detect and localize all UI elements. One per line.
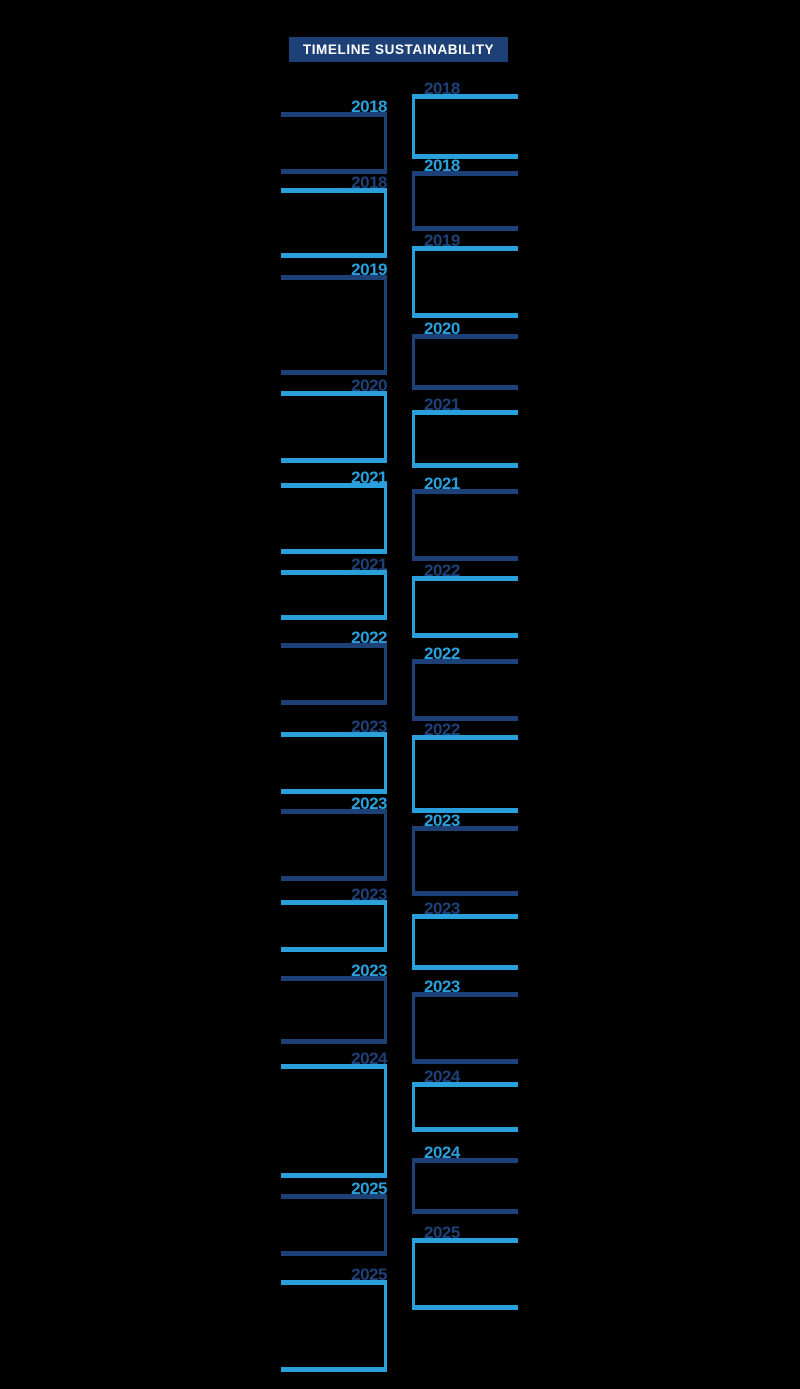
timeline-entry[interactable]: 2021 — [412, 475, 530, 561]
timeline-entry[interactable]: 2023 — [412, 812, 530, 896]
timeline-year-label: 2023 — [424, 811, 460, 830]
timeline-entry[interactable]: 2021 — [412, 396, 530, 468]
timeline-content-box[interactable] — [412, 1238, 518, 1310]
timeline-year-label: 2021 — [424, 395, 460, 414]
timeline-year-label: 2021 — [351, 555, 387, 574]
timeline-year-label: 2020 — [351, 376, 387, 395]
timeline-entry[interactable]: 2024 — [412, 1144, 530, 1214]
timeline-content-box[interactable] — [281, 900, 387, 952]
timeline-content-box[interactable] — [412, 1082, 518, 1132]
timeline-year-label: 2025 — [424, 1223, 460, 1242]
header-banner: TIMELINE SUSTAINABILITY — [289, 37, 508, 62]
timeline-content-box[interactable] — [281, 483, 387, 554]
timeline-content-box[interactable] — [412, 410, 518, 468]
timeline-entry[interactable]: 2023 — [281, 795, 399, 881]
timeline-content-box[interactable] — [412, 735, 518, 813]
timeline-content-box[interactable] — [281, 570, 387, 620]
timeline-content-box[interactable] — [412, 489, 518, 561]
timeline-content-box[interactable] — [281, 809, 387, 881]
timeline-entry[interactable]: 2023 — [281, 962, 399, 1044]
timeline-entry[interactable]: 2021 — [281, 469, 399, 554]
timeline-entry[interactable]: 2018 — [281, 98, 399, 174]
timeline-year-label: 2025 — [351, 1179, 387, 1198]
timeline-year-label: 2022 — [351, 628, 387, 647]
timeline-year-label: 2021 — [424, 474, 460, 493]
timeline-year-label: 2022 — [424, 720, 460, 739]
timeline-year-label: 2022 — [424, 644, 460, 663]
timeline-content-box[interactable] — [412, 576, 518, 638]
timeline-content-box[interactable] — [281, 112, 387, 174]
timeline-content-box[interactable] — [281, 732, 387, 794]
timeline-year-label: 2019 — [351, 260, 387, 279]
timeline-entry[interactable]: 2022 — [412, 562, 530, 638]
timeline-year-label: 2023 — [424, 977, 460, 996]
timeline-year-label: 2018 — [424, 156, 460, 175]
timeline-content-box[interactable] — [412, 334, 518, 390]
timeline-content-box[interactable] — [281, 391, 387, 463]
timeline-content-box[interactable] — [281, 643, 387, 705]
timeline-year-label: 2020 — [424, 319, 460, 338]
timeline-content-box[interactable] — [412, 992, 518, 1064]
timeline-year-label: 2018 — [424, 79, 460, 98]
timeline-content-box[interactable] — [281, 1194, 387, 1256]
timeline-year-label: 2021 — [351, 468, 387, 487]
timeline-entry[interactable]: 2018 — [412, 80, 530, 159]
timeline-year-label: 2024 — [424, 1067, 460, 1086]
timeline-content-box[interactable] — [281, 1280, 387, 1372]
timeline-entry[interactable]: 2019 — [281, 261, 399, 375]
timeline-year-label: 2023 — [351, 794, 387, 813]
timeline-entry[interactable]: 2023 — [281, 886, 399, 952]
timeline-year-label: 2023 — [424, 899, 460, 918]
timeline-entry[interactable]: 2024 — [281, 1050, 399, 1178]
timeline-year-label: 2023 — [351, 885, 387, 904]
timeline-content-box[interactable] — [281, 1064, 387, 1178]
timeline-year-label: 2024 — [424, 1143, 460, 1162]
timeline-entry[interactable]: 2022 — [412, 645, 530, 721]
timeline-content-box[interactable] — [281, 275, 387, 375]
timeline-entry[interactable]: 2021 — [281, 556, 399, 620]
timeline-year-label: 2024 — [351, 1049, 387, 1068]
timeline-content-box[interactable] — [281, 976, 387, 1044]
timeline-content-box[interactable] — [412, 246, 518, 318]
timeline-year-label: 2018 — [351, 97, 387, 116]
timeline-entry[interactable]: 2025 — [281, 1266, 399, 1372]
timeline-entry[interactable]: 2025 — [281, 1180, 399, 1256]
timeline-entry[interactable]: 2019 — [412, 232, 530, 318]
page-title: TIMELINE SUSTAINABILITY — [302, 42, 495, 57]
timeline-entry[interactable]: 2022 — [412, 721, 530, 813]
timeline-entry[interactable]: 2022 — [281, 629, 399, 705]
timeline-entry[interactable]: 2025 — [412, 1224, 530, 1310]
timeline-entry[interactable]: 2018 — [281, 174, 399, 258]
timeline-content-box[interactable] — [412, 1158, 518, 1214]
timeline-entry[interactable]: 2023 — [281, 718, 399, 794]
timeline-entry[interactable]: 2020 — [412, 320, 530, 390]
timeline-year-label: 2022 — [424, 561, 460, 580]
timeline-content-box[interactable] — [412, 171, 518, 231]
timeline-entry[interactable]: 2023 — [412, 978, 530, 1064]
timeline-entry[interactable]: 2024 — [412, 1068, 530, 1132]
timeline-content-box[interactable] — [412, 914, 518, 970]
timeline-year-label: 2019 — [424, 231, 460, 250]
timeline-year-label: 2018 — [351, 173, 387, 192]
timeline-content-box[interactable] — [412, 94, 518, 159]
timeline-entry[interactable]: 2018 — [412, 157, 530, 231]
timeline-year-label: 2023 — [351, 961, 387, 980]
timeline-content-box[interactable] — [412, 659, 518, 721]
timeline-content-box[interactable] — [281, 188, 387, 258]
timeline-year-label: 2025 — [351, 1265, 387, 1284]
timeline-entry[interactable]: 2023 — [412, 900, 530, 970]
timeline-content-box[interactable] — [412, 826, 518, 896]
timeline-year-label: 2023 — [351, 717, 387, 736]
timeline-entry[interactable]: 2020 — [281, 377, 399, 463]
